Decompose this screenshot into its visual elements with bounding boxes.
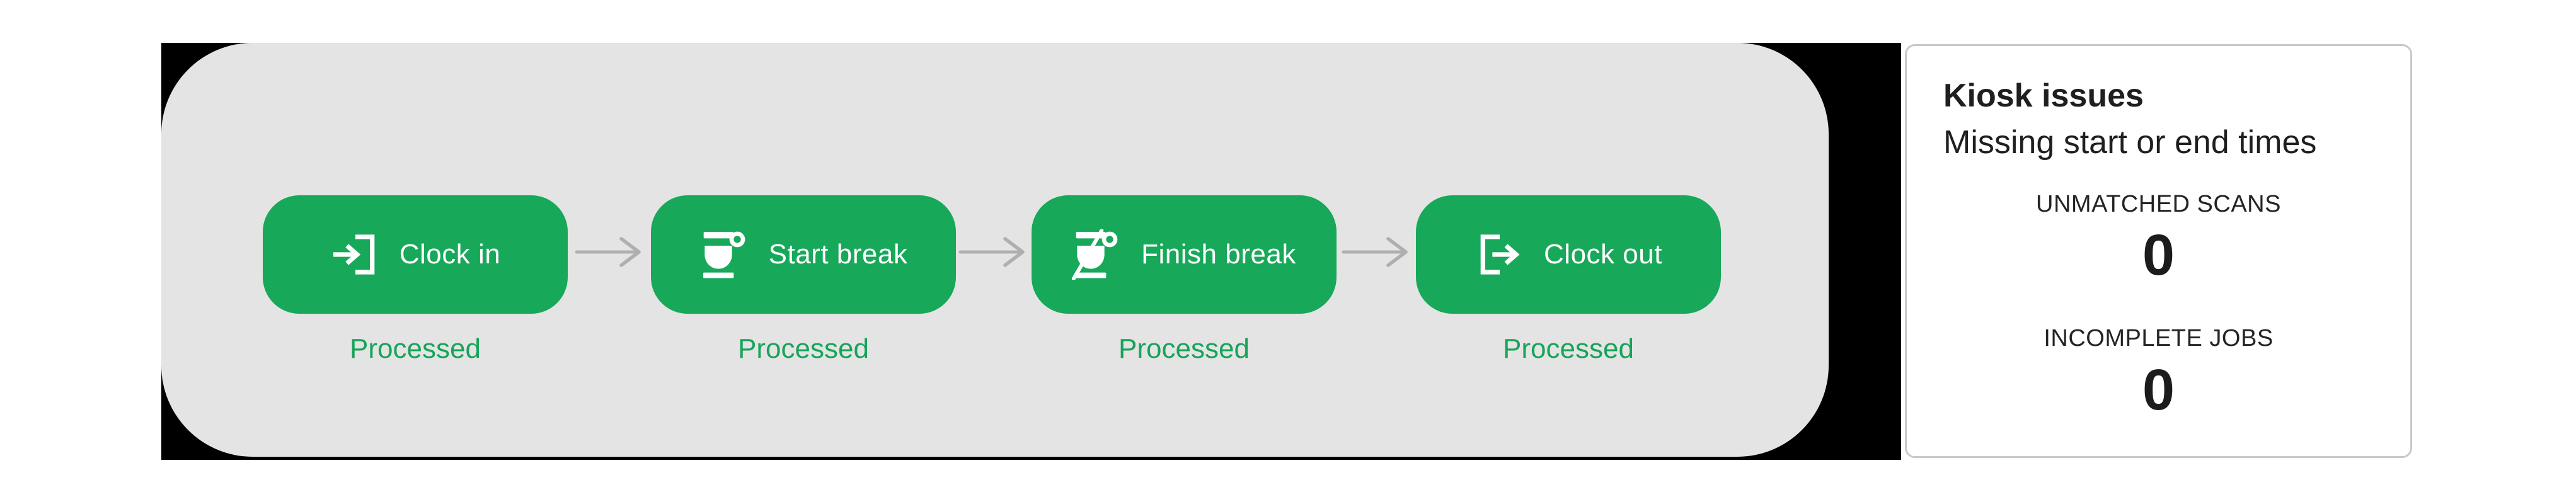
login-icon bbox=[330, 229, 381, 280]
incomplete-jobs-label: INCOMPLETE JOBS bbox=[2044, 325, 2274, 352]
unmatched-scans-label: UNMATCHED SCANS bbox=[2036, 190, 2281, 217]
clock-in-status: Processed bbox=[350, 333, 481, 364]
arrow-right-icon bbox=[575, 237, 644, 267]
finish-break-label: Finish break bbox=[1141, 239, 1296, 270]
clock-out-label: Clock out bbox=[1544, 239, 1662, 270]
finish-break-status: Processed bbox=[1118, 333, 1250, 364]
kiosk-issues-subtitle: Missing start or end times bbox=[1943, 124, 2317, 161]
coffee-cup-icon bbox=[699, 229, 750, 280]
clock-in-button[interactable]: Clock in bbox=[263, 195, 568, 314]
logout-icon bbox=[1475, 229, 1525, 280]
kiosk-issues-card: Kiosk issues Missing start or end times … bbox=[1905, 44, 2412, 458]
clock-in-label: Clock in bbox=[399, 239, 501, 270]
kiosk-issues-title: Kiosk issues bbox=[1943, 77, 2144, 114]
coffee-cup-slash-icon bbox=[1072, 229, 1122, 280]
clock-out-button[interactable]: Clock out bbox=[1416, 195, 1721, 314]
finish-break-button[interactable]: Finish break bbox=[1032, 195, 1337, 314]
unmatched-scans-value: 0 bbox=[2142, 223, 2175, 288]
start-break-status: Processed bbox=[738, 333, 869, 364]
start-break-label: Start break bbox=[768, 239, 908, 270]
start-break-button[interactable]: Start break bbox=[651, 195, 956, 314]
arrow-right-icon bbox=[1342, 237, 1411, 267]
incomplete-jobs-value: 0 bbox=[2142, 357, 2175, 422]
arrow-right-icon bbox=[958, 237, 1028, 267]
clock-out-status: Processed bbox=[1503, 333, 1634, 364]
